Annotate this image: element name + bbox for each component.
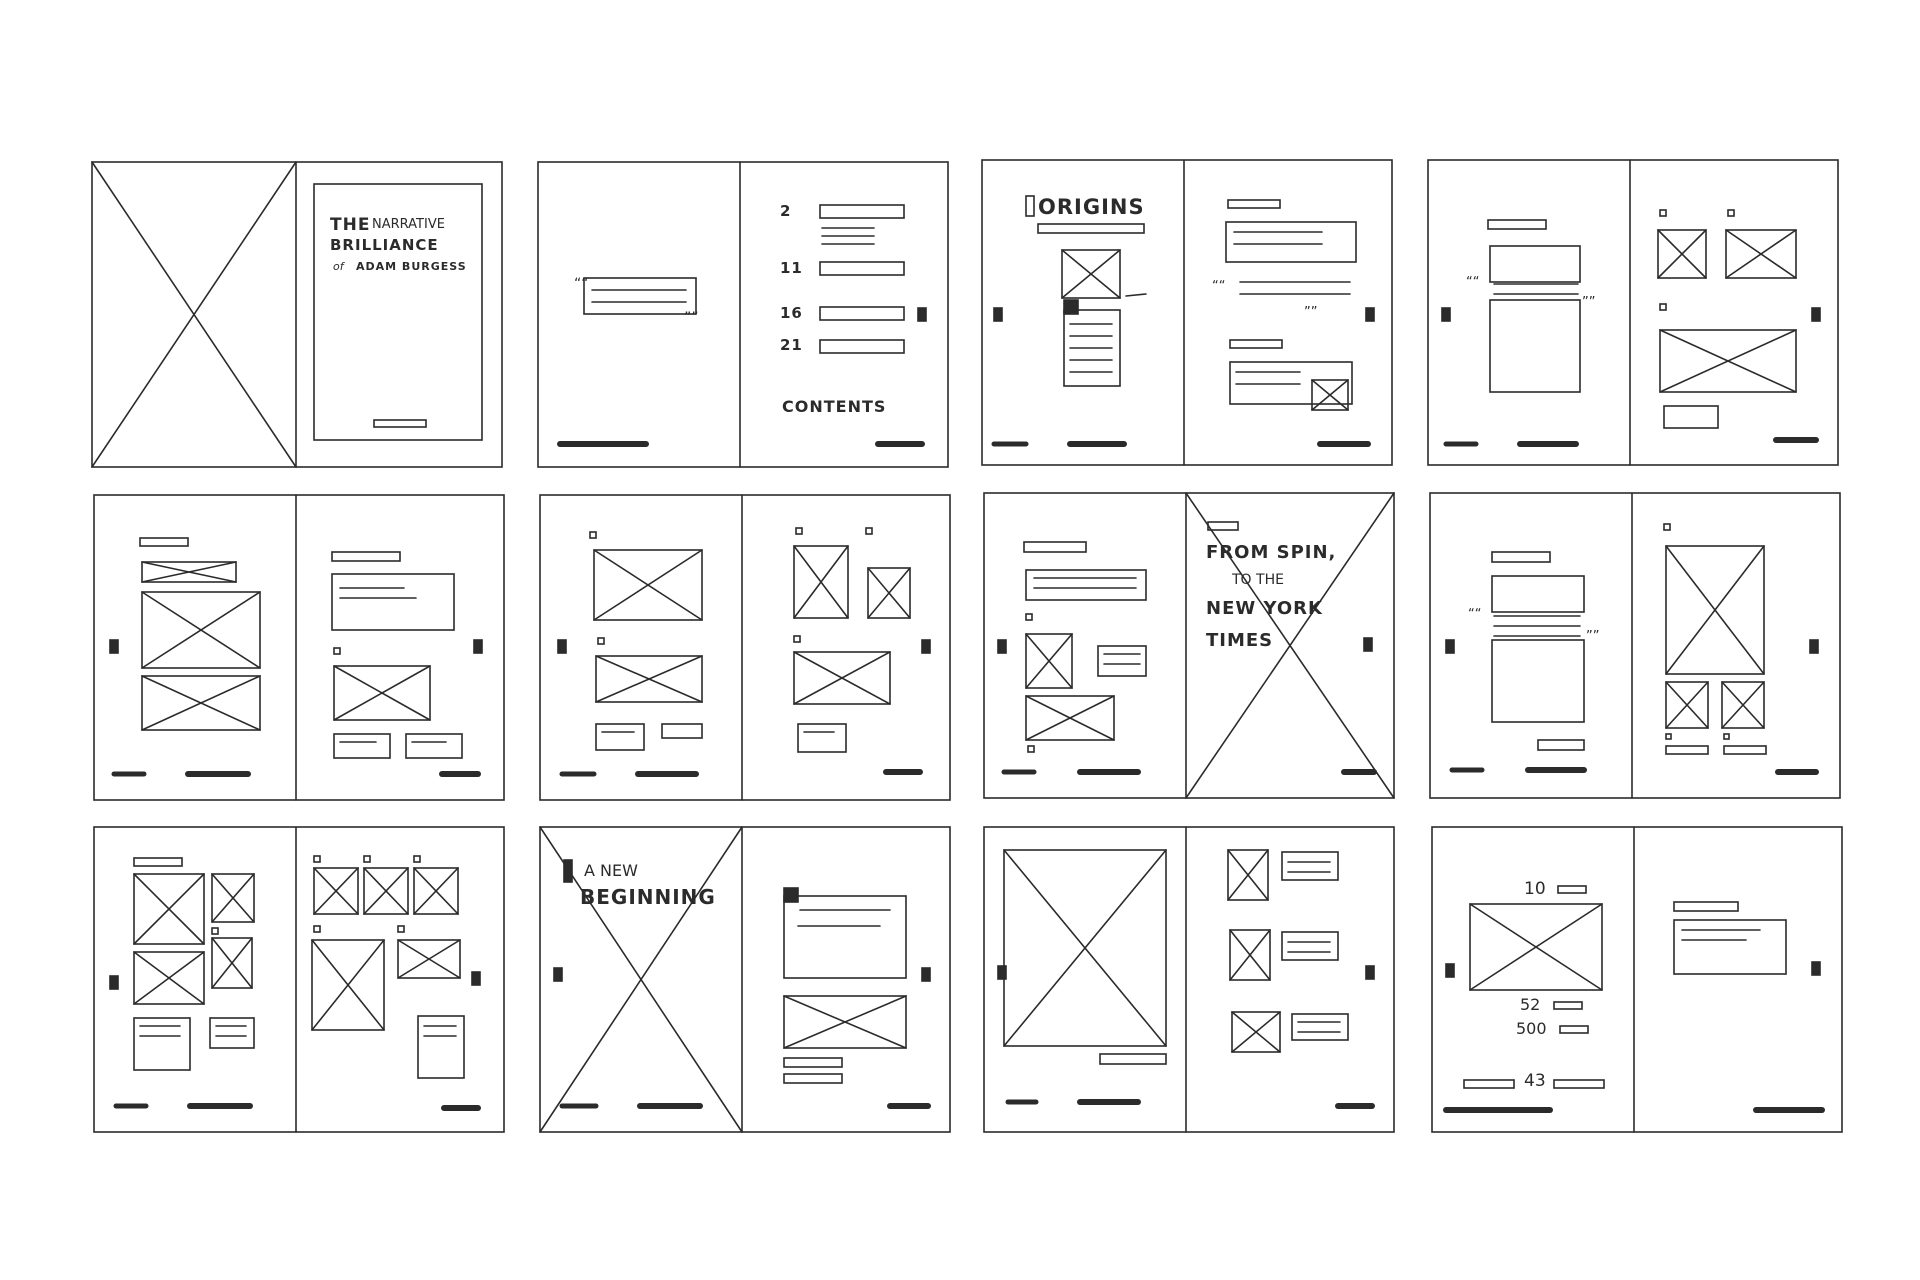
cover-title-the: THE — [330, 215, 370, 235]
image-placeholder — [1665, 681, 1709, 729]
chapter-spin-line4: TIMES — [1206, 630, 1273, 651]
quote-close: ”” — [1586, 629, 1599, 644]
image-placeholder — [91, 161, 297, 468]
image-placeholder — [783, 995, 907, 1049]
image-placeholder — [1659, 329, 1797, 393]
image-placeholder — [133, 951, 205, 1005]
image-placeholder — [1061, 249, 1121, 299]
spread-new-beginning: A NEW BEGINNING — [539, 826, 951, 1133]
toc-page-11: 11 — [780, 259, 803, 277]
spread-contents: ““ ”” 2 11 16 21 CONTENTS — [537, 161, 949, 468]
image-placeholder — [539, 826, 743, 1133]
contents-heading: CONTENTS — [782, 397, 886, 416]
stat-52: 52 — [1520, 995, 1540, 1014]
image-placeholder — [595, 655, 703, 703]
image-placeholder — [211, 873, 255, 923]
quote-open: ““ — [1212, 279, 1225, 294]
quote-close: ”” — [1582, 295, 1595, 310]
image-placeholder — [1025, 695, 1115, 741]
quote-open: ““ — [574, 276, 589, 292]
image-placeholder — [133, 873, 205, 945]
image-placeholder — [1229, 929, 1271, 981]
toc-page-2: 2 — [780, 202, 791, 220]
quote-close: ”” — [1304, 305, 1317, 320]
spread-9 — [93, 826, 505, 1133]
spread-11 — [983, 826, 1395, 1133]
toc-page-21: 21 — [780, 336, 803, 354]
image-placeholder — [793, 651, 891, 705]
image-placeholder — [333, 665, 431, 721]
image-placeholder — [397, 939, 461, 979]
cover-title-of: of — [333, 260, 346, 273]
chapter-spin-line1: FROM SPIN, — [1206, 542, 1336, 563]
image-placeholder — [141, 675, 261, 731]
chapter-origins: ORIGINS — [1038, 195, 1145, 219]
spread-cover: THE NARRATIVE BRILLIANCE of ADAM BURGESS — [91, 161, 503, 468]
image-placeholder — [1657, 229, 1707, 279]
image-placeholder — [141, 591, 261, 669]
image-placeholder — [1721, 681, 1765, 729]
chapter-new-line1: A NEW — [584, 861, 638, 880]
quote-close: ”” — [684, 310, 699, 326]
cover-title-brilliance: BRILLIANCE — [330, 236, 439, 254]
spread-6 — [539, 494, 951, 801]
image-placeholder — [311, 939, 385, 1031]
image-placeholder — [1025, 633, 1073, 689]
cover-title-narrative: NARRATIVE — [372, 217, 445, 232]
spreads-layer: THE NARRATIVE BRILLIANCE of ADAM BURGESS… — [91, 159, 1843, 1133]
image-placeholder — [1725, 229, 1797, 279]
chapter-spin-line2: TO THE — [1231, 572, 1284, 588]
image-placeholder — [1665, 545, 1765, 675]
cover-frame — [313, 183, 483, 441]
spread-origins: ORIGINS ““ ”” — [981, 159, 1393, 466]
image-placeholder — [1185, 492, 1395, 799]
quote-open: ““ — [1468, 607, 1481, 622]
spread-5 — [93, 494, 505, 801]
image-placeholder — [1003, 849, 1167, 1047]
image-placeholder — [867, 567, 911, 619]
image-placeholder — [211, 937, 253, 989]
stat-43: 43 — [1524, 1071, 1546, 1091]
chapter-spin-line3: NEW YORK — [1206, 598, 1323, 619]
image-placeholder — [593, 549, 703, 621]
toc-page-16: 16 — [780, 304, 803, 322]
cover-title-author: ADAM BURGESS — [356, 260, 467, 273]
quote-open: ““ — [1466, 275, 1479, 290]
image-placeholder — [313, 867, 359, 915]
spread-quote-gallery: ““ ”” — [1427, 159, 1839, 466]
chapter-new-line2: BEGINNING — [580, 885, 716, 909]
image-placeholder — [413, 867, 459, 915]
stat-10: 10 — [1524, 879, 1546, 899]
image-placeholder — [1469, 903, 1603, 991]
image-placeholder — [141, 561, 237, 583]
image-placeholder — [1227, 849, 1269, 901]
image-placeholder — [363, 867, 409, 915]
image-placeholder — [1231, 1011, 1281, 1053]
spread-8: ““ ”” — [1429, 492, 1841, 799]
spread-stats: 10 52 500 43 — [1431, 826, 1843, 1133]
stat-500: 500 — [1516, 1019, 1547, 1038]
image-placeholder — [793, 545, 849, 619]
spread-from-spin: FROM SPIN, TO THE NEW YORK TIMES — [983, 492, 1395, 799]
image-placeholder — [1311, 379, 1349, 411]
